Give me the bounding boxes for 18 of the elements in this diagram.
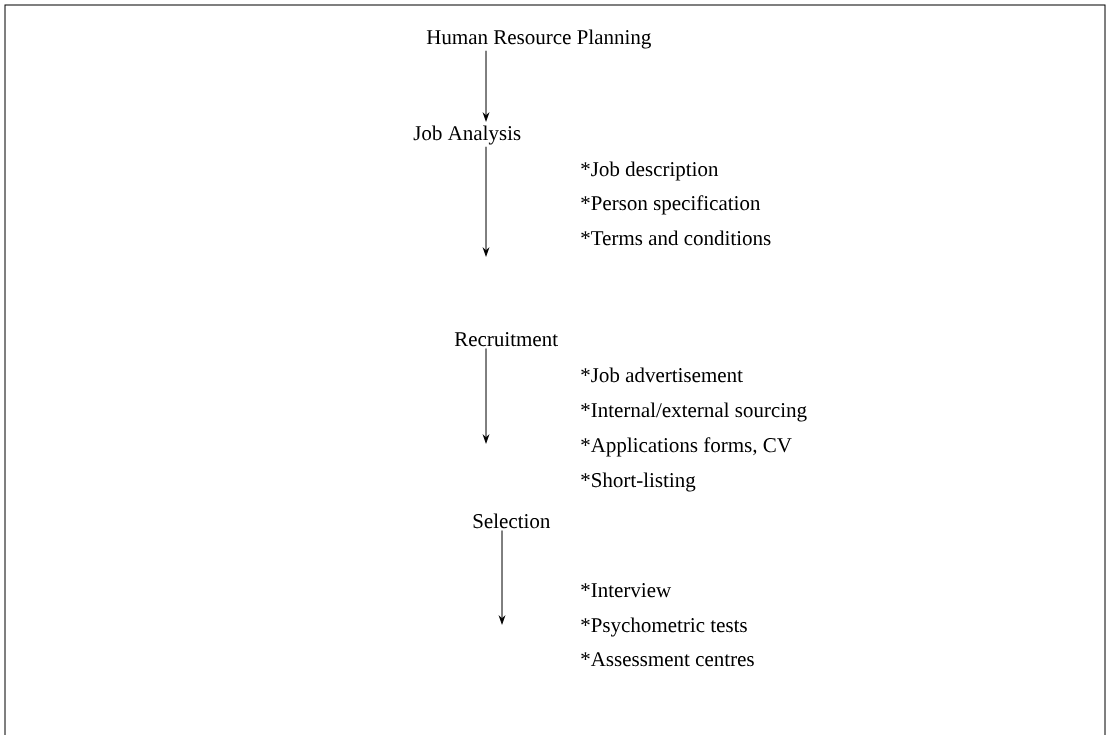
list-item: *Job description: [581, 161, 719, 181]
step-label: Recruitment: [454, 332, 558, 347]
list-item: *Person specification: [581, 195, 761, 215]
list-item: *Job advertisement: [581, 367, 743, 383]
step-label: Job Analysis: [413, 125, 521, 145]
arrow: [499, 529, 505, 624]
list-item: *Terms and conditions: [581, 230, 771, 246]
arrow: [483, 50, 489, 121]
step-label: Selection: [473, 513, 551, 529]
list-item: *Applications forms, CV: [581, 437, 792, 457]
arrow: [483, 347, 489, 443]
list-item: *Interview: [581, 583, 672, 598]
list-item: *Psychometric tests: [581, 617, 747, 637]
step-label: Human Resource Planning: [426, 29, 651, 49]
arrow: [483, 146, 489, 256]
list-item: *Assessment centres: [581, 652, 754, 667]
list-item: *Short-listing: [581, 472, 696, 492]
list-item: *Internal/external sourcing: [581, 402, 807, 422]
